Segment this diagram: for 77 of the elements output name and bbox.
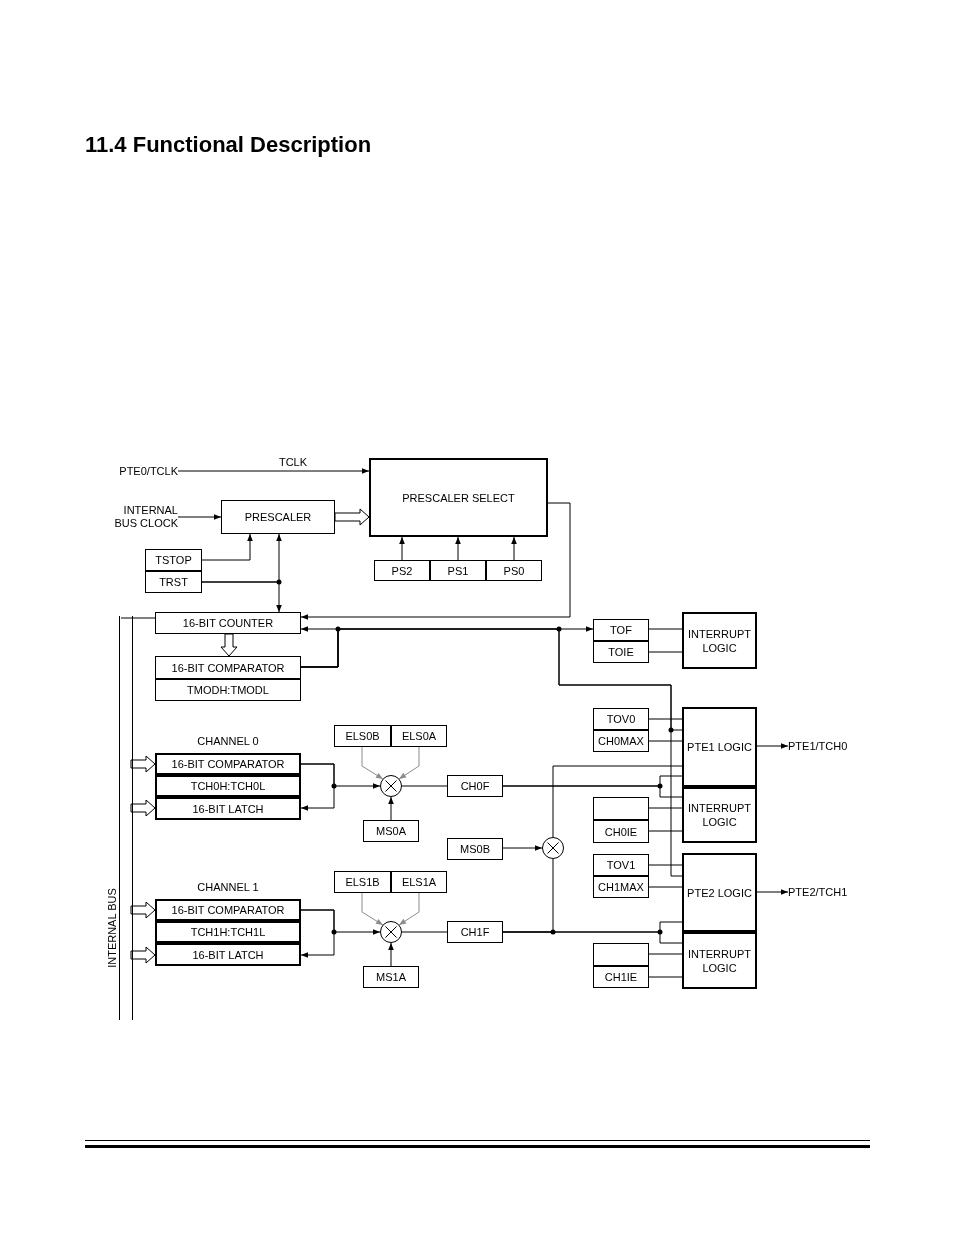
bus-label: INTERNAL BUS: [106, 888, 118, 968]
arrow: [300, 763, 381, 789]
hollow-arrow: [130, 901, 156, 919]
arrow: [201, 581, 282, 613]
arrow: [455, 536, 461, 561]
hollow-arrow: [130, 799, 156, 817]
register-field: CH0MAX: [593, 730, 649, 752]
multiplier-symbol: [542, 837, 564, 859]
channel-label: CHANNEL 1: [197, 881, 259, 893]
register-field: 16-BIT COUNTER: [155, 612, 301, 634]
hollow-arrow: [220, 633, 238, 657]
arrow: [398, 746, 420, 780]
signal-label: INTERNAL BUS CLOCK: [110, 503, 178, 531]
logic-block: PTE2 LOGIC: [682, 853, 757, 932]
signal-label: PTE2/TCH1: [788, 885, 858, 899]
logic-block: PRESCALER SELECT: [369, 458, 548, 537]
register-field: TMODH:TMODL: [155, 679, 301, 701]
arrow: [388, 942, 394, 967]
arrow: [201, 533, 253, 561]
arrow: [361, 746, 384, 780]
edge-label: TCLK: [276, 456, 310, 468]
register-field: TOF: [593, 619, 649, 641]
arrow: [177, 468, 370, 474]
register-field: 16-BIT COMPARATOR: [155, 656, 301, 679]
logic-block: 16-BIT LATCH: [155, 943, 301, 966]
register-field: CH0IE: [593, 820, 649, 843]
register-field: CH0F: [447, 775, 503, 797]
register-field: TOV0: [593, 708, 649, 730]
register-field: MS1A: [363, 966, 419, 988]
register-field: CH1IE: [593, 966, 649, 988]
register-field: CH1F: [447, 921, 503, 943]
arrow: [399, 536, 405, 561]
register-field: MS0A: [363, 820, 419, 842]
register-field: PS1: [430, 560, 486, 581]
signal-label: PTE1/TCH0: [788, 739, 858, 753]
register-field: TOV1: [593, 854, 649, 876]
register-field: ELS0A: [391, 725, 447, 747]
register-field: TRST: [145, 571, 202, 593]
register-field: ELS0B: [334, 725, 391, 747]
multiplier-symbol: [380, 921, 402, 943]
register-field: TSTOP: [145, 549, 202, 571]
arrow: [388, 796, 394, 821]
register-field: PS2: [374, 560, 430, 581]
arrow: [511, 536, 517, 561]
register-field: MS0B: [447, 838, 503, 860]
section-heading: 11.4 Functional Description: [85, 131, 372, 159]
arrow: [300, 909, 381, 935]
arrow: [398, 892, 420, 926]
empty-register-field: [593, 797, 649, 820]
register-field: PS0: [486, 560, 542, 581]
logic-block: INTERRUPT LOGIC: [682, 612, 757, 669]
empty-register-field: [593, 943, 649, 966]
logic-block: 16-BIT LATCH: [155, 797, 301, 820]
logic-block: 16-BIT COMPARATOR: [155, 899, 301, 921]
logic-block: 16-BIT COMPARATOR: [155, 753, 301, 775]
hollow-arrow: [130, 946, 156, 964]
arrow: [300, 502, 571, 620]
register-field: TOIE: [593, 641, 649, 663]
register-field: CH1MAX: [593, 876, 649, 898]
arrow: [756, 743, 789, 749]
hollow-arrow: [334, 508, 370, 526]
logic-block: INTERRUPT LOGIC: [682, 787, 757, 843]
register-field: PRESCALER: [221, 500, 335, 534]
channel-label: CHANNEL 0: [197, 735, 259, 747]
arrow: [756, 889, 789, 895]
arrow: [361, 892, 384, 926]
arrow: [177, 514, 222, 520]
logic-block: PTE1 LOGIC: [682, 707, 757, 787]
signal-label: PTE0/TCLK: [100, 464, 178, 478]
register-field: ELS1A: [391, 871, 447, 893]
multiplier-symbol: [380, 775, 402, 797]
register-field: ELS1B: [334, 871, 391, 893]
arrow: [502, 845, 543, 851]
logic-block: TCH0H:TCH0L: [155, 775, 301, 797]
hollow-arrow: [130, 755, 156, 773]
logic-block: INTERRUPT LOGIC: [682, 932, 757, 989]
logic-block: TCH1H:TCH1L: [155, 921, 301, 943]
